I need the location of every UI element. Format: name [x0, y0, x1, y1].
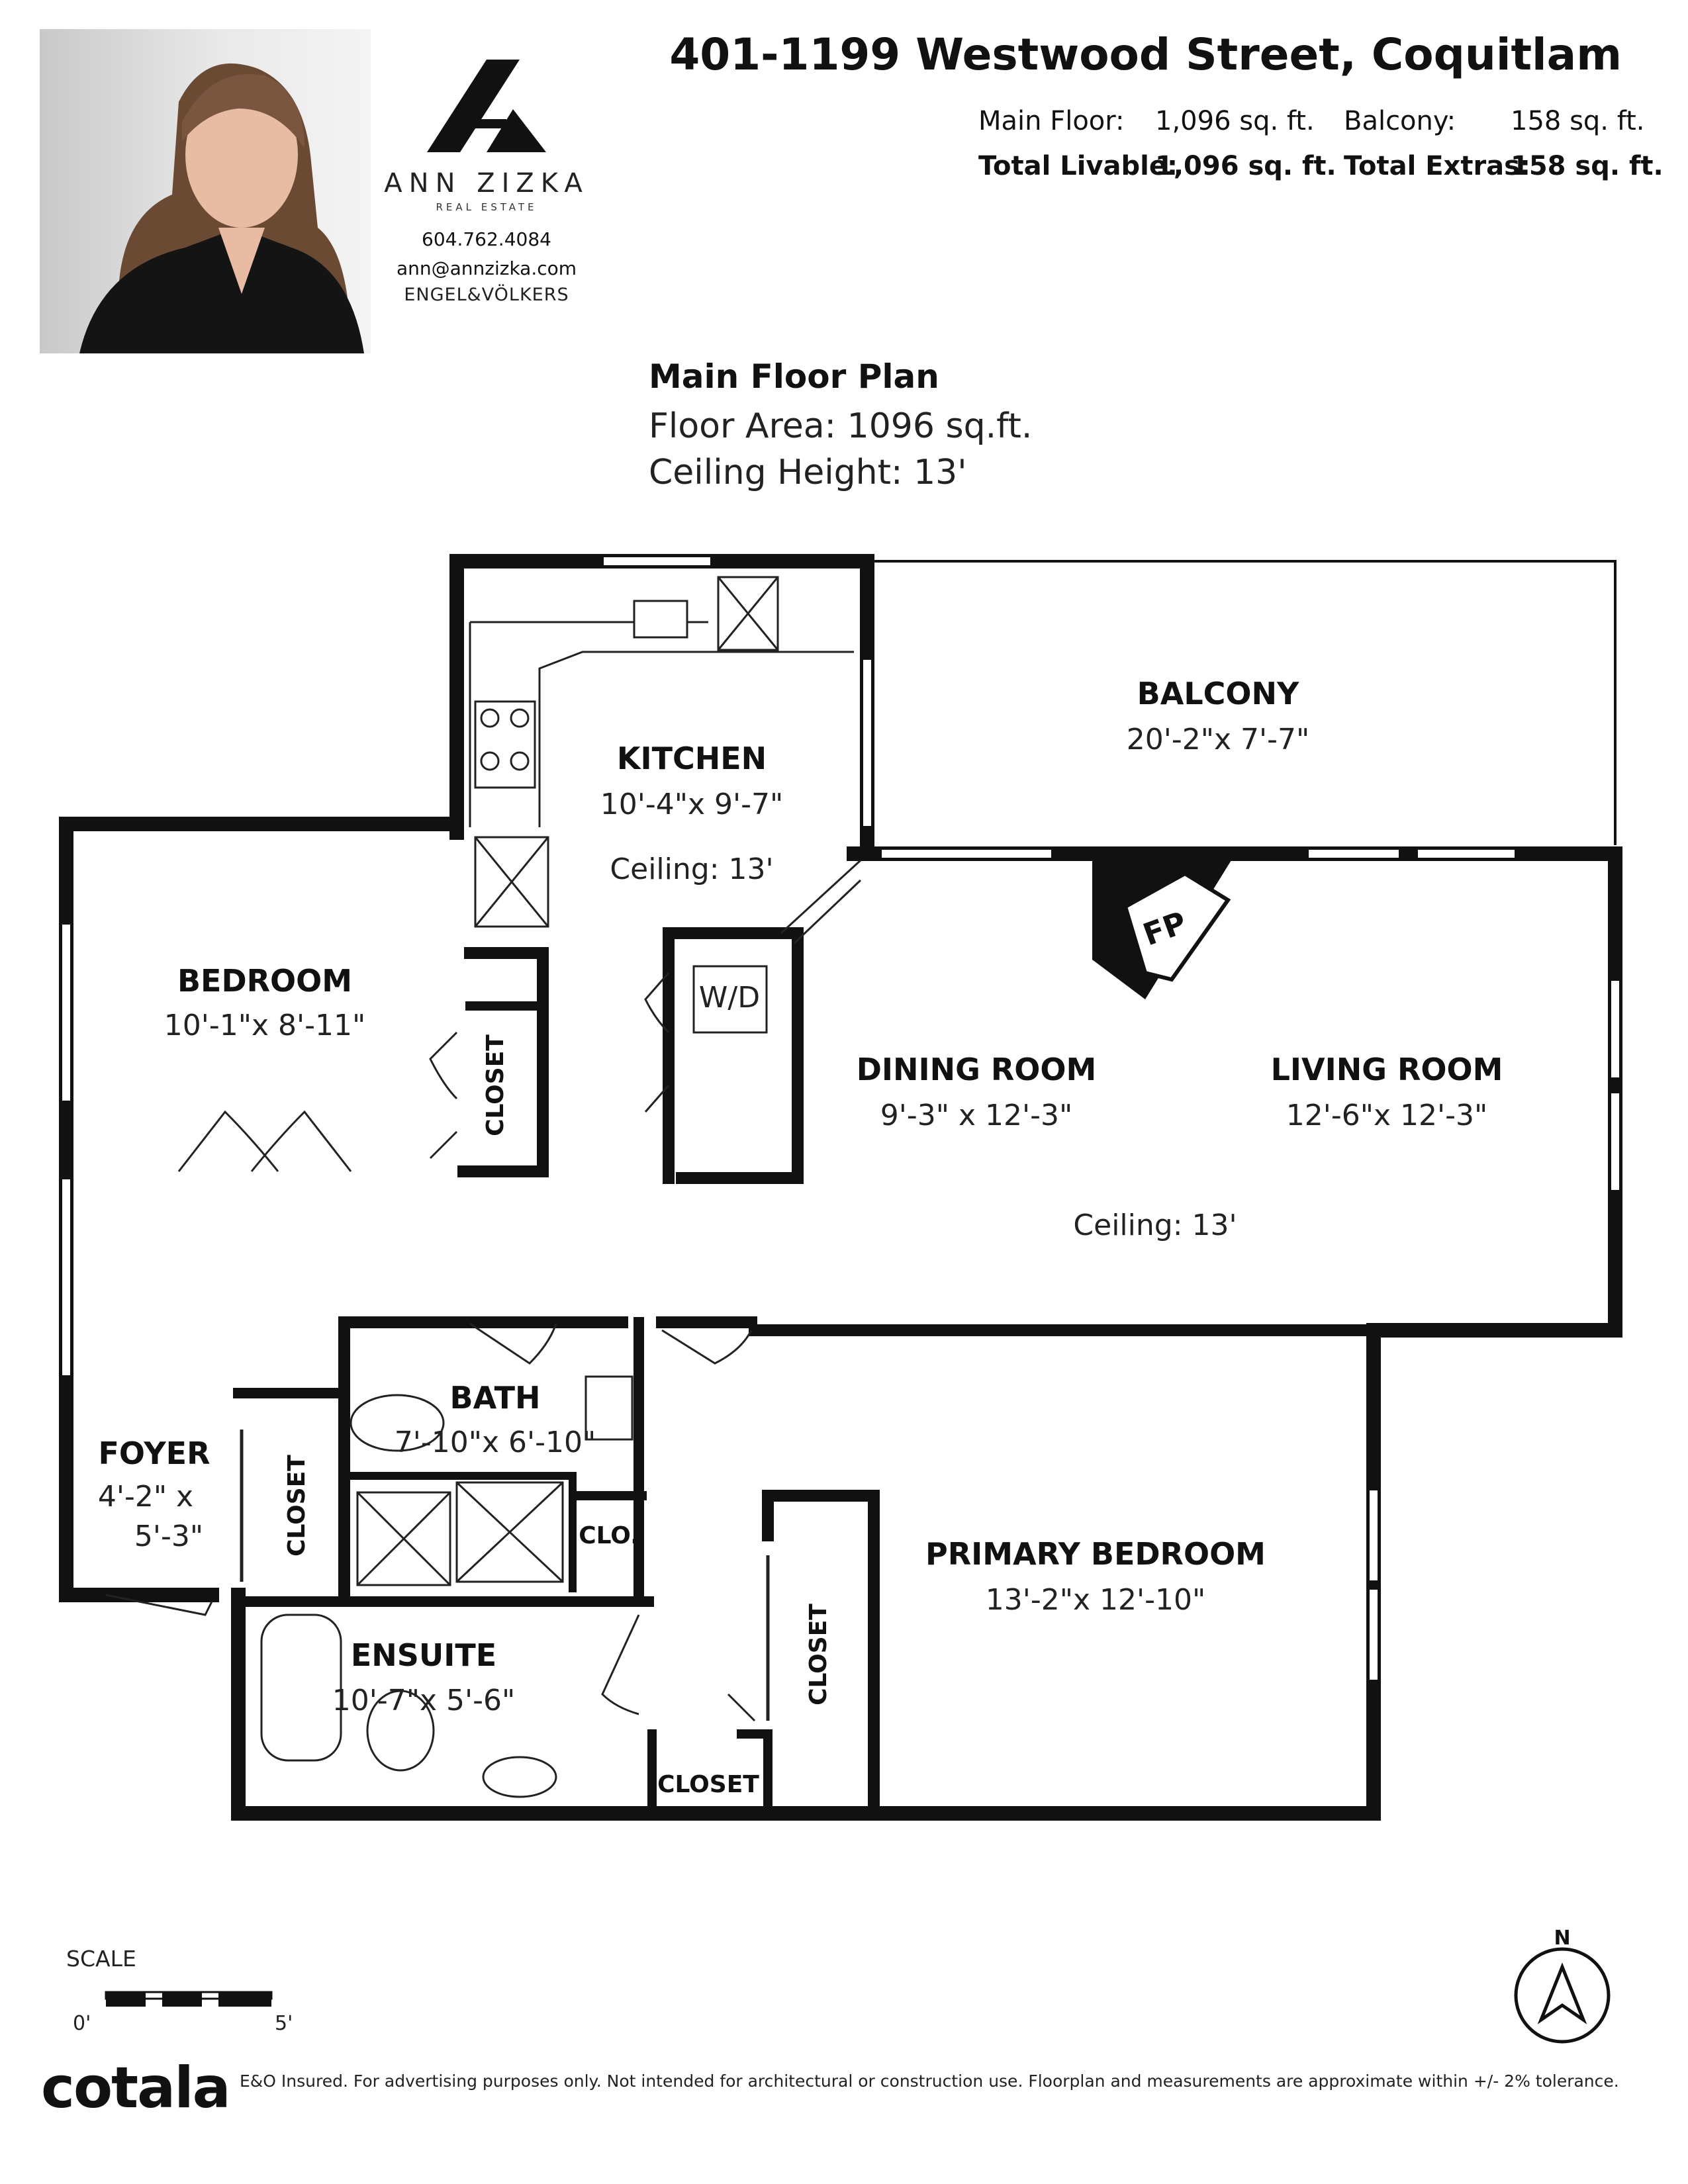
balcony-value: 158 sq. ft. — [1511, 106, 1645, 136]
brand-block: ANN ZIZKA REAL ESTATE 604.762.4084 ann@a… — [371, 53, 602, 305]
ensuite-dims: 10'-7"x 5'-6" — [332, 1684, 515, 1717]
brand-name: ANN ZIZKA — [384, 168, 589, 199]
main-floor-label: Main Floor: — [978, 106, 1125, 136]
living-name: LIVING ROOM — [1271, 1052, 1503, 1087]
bath-dims: 7'-10"x 6'-10" — [395, 1426, 596, 1459]
scale-label: SCALE — [66, 1946, 136, 1972]
total-livable-value: 1,096 sq. ft. — [1155, 151, 1336, 181]
primary-bedroom-name: PRIMARY BEDROOM — [925, 1536, 1266, 1572]
bath-name: BATH — [450, 1380, 541, 1416]
foyer-name: FOYER — [98, 1435, 210, 1471]
agent-phone: 604.762.4084 — [422, 228, 551, 250]
brokerage-logo: ENGEL&VÖLKERS — [404, 285, 569, 305]
agent-email: ann@annzizka.com — [396, 257, 577, 279]
living-dims: 12'-6"x 12'-3" — [1286, 1099, 1487, 1132]
total-extras-label: Total Extras: — [1344, 151, 1530, 181]
scale-start: 0' — [73, 2012, 91, 2035]
bedroom-closet-label: CLOSET — [482, 1034, 509, 1136]
kitchen-name: KITCHEN — [617, 741, 767, 776]
property-address: 401-1199 Westwood Street, Coquitlam — [669, 29, 1622, 80]
clo-label: CLO. — [579, 1522, 639, 1549]
foyer-dims-1: 4'-2" x — [98, 1480, 193, 1514]
brand-subtitle: REAL ESTATE — [436, 201, 538, 213]
dining-dims: 9'-3" x 12'-3" — [880, 1099, 1072, 1132]
ensuite-name: ENSUITE — [351, 1637, 496, 1673]
north-compass-icon: N — [1514, 1927, 1611, 2044]
bedroom-name: BEDROOM — [177, 963, 352, 999]
agent-photo — [40, 29, 371, 353]
main-floor-value: 1,096 sq. ft. — [1155, 106, 1315, 136]
cotala-logo: cotala — [41, 2055, 231, 2121]
ensuite-closet-label: CLOSET — [657, 1771, 759, 1798]
total-extras-value: 158 sq. ft. — [1511, 151, 1664, 181]
balcony-label: Balcony: — [1344, 106, 1456, 136]
foyer-closet-label: CLOSET — [283, 1455, 310, 1557]
scale-end: 5' — [275, 2012, 293, 2035]
ceiling-height: Ceiling Height: 13' — [649, 453, 967, 492]
total-livable-label: Total Livable: — [978, 151, 1178, 181]
main-ceiling: Ceiling: 13' — [1073, 1208, 1237, 1242]
dining-name: DINING ROOM — [857, 1052, 1097, 1087]
balcony-name: BALCONY — [1137, 676, 1299, 711]
foyer-dims-2: 5'-3" — [134, 1520, 203, 1553]
disclaimer: E&O Insured. For advertising purposes on… — [240, 2071, 1619, 2091]
kitchen-ceiling: Ceiling: 13' — [610, 852, 773, 886]
primary-bedroom-dims: 13'-2"x 12'-10" — [986, 1583, 1205, 1617]
balcony-dims: 20'-2"x 7'-7" — [1127, 723, 1309, 756]
compass-north-label: N — [1554, 1927, 1570, 1950]
agent-portrait — [79, 63, 364, 353]
primary-closet-label: CLOSET — [805, 1604, 832, 1706]
brand-logo-icon — [427, 60, 546, 152]
scale-bar-icon — [105, 1991, 273, 2007]
kitchen-dims: 10'-4"x 9'-7" — [600, 788, 783, 821]
bedroom-dims: 10'-1"x 8'-11" — [164, 1009, 365, 1042]
washer-dryer-label: W/D — [699, 981, 760, 1015]
plan-title: Main Floor Plan — [649, 357, 939, 396]
floor-area: Floor Area: 1096 sq.ft. — [649, 406, 1033, 446]
